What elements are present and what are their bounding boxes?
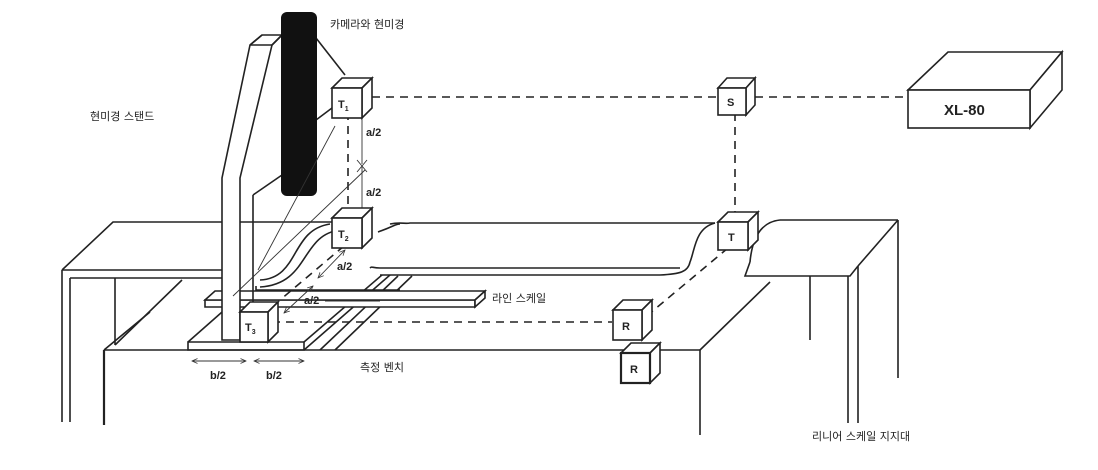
t2-label: T — [338, 229, 345, 241]
xl80-label: XL-80 — [944, 102, 985, 119]
b-half-right-label: b/2 — [266, 370, 282, 382]
target-s: S — [716, 75, 757, 118]
linear-scale-support — [743, 219, 899, 423]
back-table-left — [61, 221, 340, 422]
target-r-lower: R — [619, 341, 662, 385]
svg-text:T1: T1 — [338, 99, 349, 113]
target-t: T — [716, 210, 760, 252]
s-label: S — [727, 97, 734, 109]
target-r-upper: R — [611, 298, 654, 342]
t3-label: T — [245, 322, 252, 334]
dimension-a-diagonal: a/2 a/2 — [284, 250, 380, 313]
measuring-bench-label: 측정 벤치 — [360, 361, 404, 374]
sightline — [232, 169, 366, 297]
line-scale-label: 라인 스케일 — [492, 291, 546, 305]
camera-microscope-label: 카메라와 현미경 — [330, 18, 404, 31]
target-t3: T3 — [238, 300, 280, 344]
line-scale: 라인 스케일 — [202, 289, 546, 309]
a-half-diag-upper-label: a/2 — [337, 261, 352, 273]
svg-text:T2: T2 — [338, 229, 349, 243]
microscope-stand-label: 현미경 스탠드 — [90, 110, 154, 123]
b-half-left-label: b/2 — [210, 370, 226, 382]
r-lower-label: R — [630, 364, 638, 376]
t1-label: T — [338, 99, 345, 111]
dimension-b: b/2 b/2 — [192, 361, 304, 382]
a-half-upper-label: a/2 — [366, 127, 381, 139]
svg-text:T3: T3 — [245, 322, 256, 336]
scale-rail — [255, 222, 716, 296]
a-half-lower-label: a/2 — [366, 187, 381, 199]
r-upper-label: R — [622, 321, 630, 333]
camera-microscope — [281, 12, 317, 196]
t-label: T — [728, 232, 735, 244]
a-half-diag-lower-label: a/2 — [304, 295, 319, 307]
linear-scale-support-label: 리니어 스케일 지지대 — [812, 429, 910, 443]
target-t1: T1 — [330, 76, 374, 120]
target-t2: T2 — [330, 206, 374, 250]
xl80-laser-unit: XL-80 — [905, 49, 1064, 131]
laser-beam-paths — [272, 96, 905, 331]
sightline — [257, 125, 336, 271]
